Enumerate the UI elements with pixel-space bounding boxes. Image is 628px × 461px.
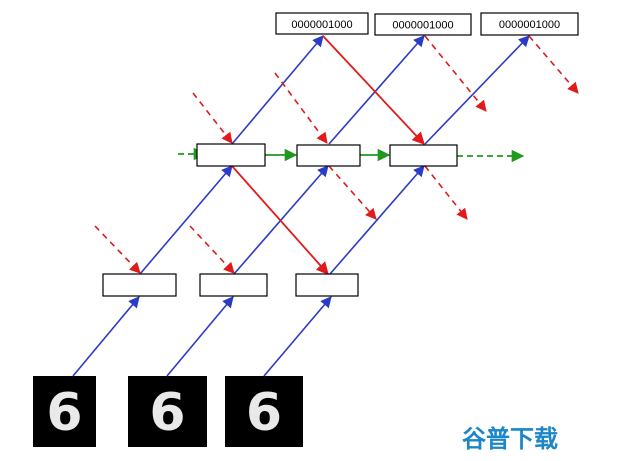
backprop-dashed-arrow xyxy=(528,35,579,94)
rnn-cell xyxy=(102,273,177,297)
output-label: 0000001000 xyxy=(392,20,453,32)
output-box-3: 0000001000 xyxy=(480,12,579,36)
layer1-cells xyxy=(102,273,359,297)
output-box-1: 0000001000 xyxy=(275,12,369,35)
rnn-cell xyxy=(296,144,361,167)
input-image-3: 6 xyxy=(225,376,303,447)
forward-arrow xyxy=(328,35,425,145)
backprop-dashed-arrow xyxy=(192,92,233,144)
backprop-arrow xyxy=(231,165,329,275)
backprop-dashed-arrow xyxy=(328,165,377,220)
input-image-1: 6 xyxy=(33,376,96,447)
input-image-2: 6 xyxy=(128,376,207,447)
forward-arrow xyxy=(72,296,140,377)
digit-6-glyph: 6 xyxy=(46,383,82,443)
backprop-dashed-arrow xyxy=(274,72,328,144)
watermark-text: 谷普下载 xyxy=(462,425,558,453)
forward-arrow xyxy=(139,165,233,275)
backprop-dashed-arrows xyxy=(94,35,579,274)
rnn-cell xyxy=(199,273,268,297)
forward-arrow xyxy=(166,296,234,377)
backprop-dashed-arrow xyxy=(189,225,235,274)
backprop-arrow xyxy=(322,35,425,145)
forward-arrow xyxy=(263,296,332,377)
output-label: 0000001000 xyxy=(291,19,352,31)
backprop-dashed-arrow xyxy=(94,225,141,274)
rnn-cell xyxy=(389,144,458,167)
backprop-arrows xyxy=(231,35,425,275)
digit-6-glyph: 6 xyxy=(246,383,282,443)
rnn-cell xyxy=(295,273,359,297)
rnn-cell xyxy=(196,143,266,167)
backprop-dashed-arrow xyxy=(424,165,468,220)
digit-6-glyph: 6 xyxy=(149,383,185,443)
forward-arrow xyxy=(231,35,324,145)
output-label: 0000001000 xyxy=(499,19,560,31)
forward-arrows xyxy=(72,35,530,377)
output-box-2: 0000001000 xyxy=(374,13,472,36)
backprop-dashed-arrow xyxy=(424,35,487,112)
layer2-cells xyxy=(196,143,458,167)
forward-arrow xyxy=(329,165,425,275)
forward-arrow xyxy=(424,35,530,145)
watermark-logo: 谷普下载 xyxy=(462,425,558,453)
